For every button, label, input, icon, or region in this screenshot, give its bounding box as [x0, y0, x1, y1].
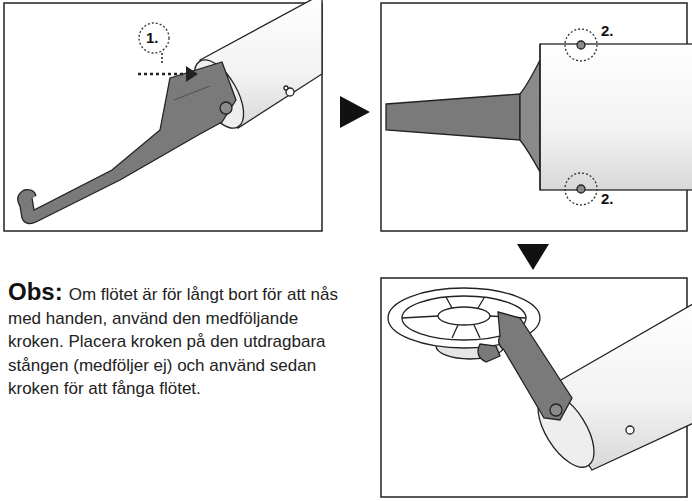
callout-number: 1.: [146, 29, 159, 46]
note-text: Obs:Om flötet är för långt bort för att …: [8, 280, 358, 401]
float-and-hook: [388, 288, 692, 476]
latch-callout-circle: [565, 29, 597, 205]
note-heading: Obs:: [8, 278, 63, 305]
callout-number: 2.: [601, 190, 614, 207]
pole-and-hook: [18, 0, 322, 224]
slide-direction-arrow: [138, 23, 198, 82]
step-arrow: [517, 244, 549, 270]
pole-side-view: [386, 41, 692, 193]
step-arrow: [340, 96, 370, 128]
callout-number: 2.: [601, 22, 614, 39]
